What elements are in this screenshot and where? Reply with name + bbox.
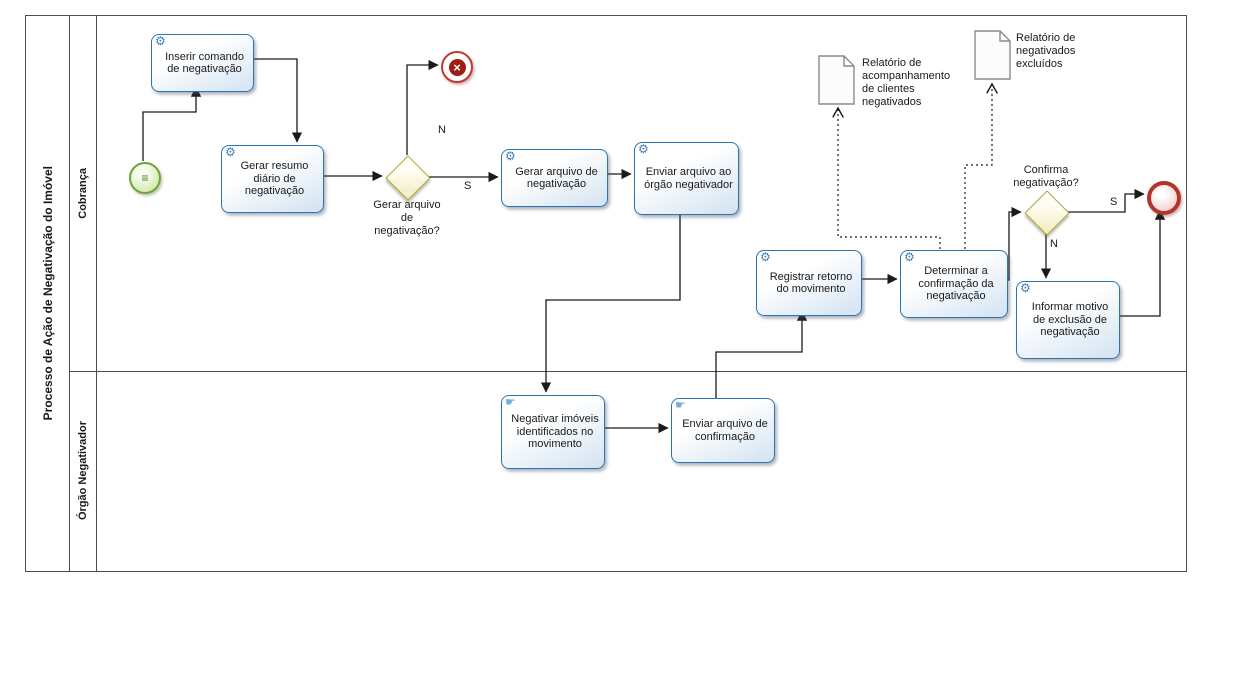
assoc-determinar-to-relatorio-excluidos: [964, 84, 992, 249]
task-determinar-confirmacao: ⚙ Determinar a confirmação da negativaçã…: [900, 250, 1008, 318]
task-enviar-confirmacao: ☛ Enviar arquivo de confirmação: [671, 398, 775, 463]
hand-icon: ☛: [505, 395, 516, 409]
gear-icon: ⚙: [760, 250, 771, 264]
diamond-icon: [385, 155, 431, 201]
gateway-confirma-negativacao: [1024, 190, 1070, 236]
start-event-lines-icon: ≡: [141, 171, 149, 185]
pool-title-band: Processo de Ação de Negativação do Imóve…: [26, 16, 70, 571]
lane-cobranca: Cobrança: [69, 16, 1186, 372]
assoc-determinar-to-relatorio-acompanhamento: [838, 108, 941, 249]
flow-enviar-confirmacao-to-registrar: [715, 310, 808, 398]
cancel-end-event: ×: [441, 51, 473, 83]
flow-label-s: S: [464, 180, 472, 192]
data-object-label: Relatório de negativados excluídos: [1016, 32, 1076, 70]
flow-informar-to-end: [1106, 209, 1166, 317]
task-label: Determinar a confirmação da negativação: [918, 265, 994, 303]
task-label: Inserir comando de negativação: [165, 50, 244, 75]
task-label: Enviar arquivo ao órgão negativador: [644, 166, 733, 191]
flow-gateway-n-to-cancel-end: [406, 59, 439, 155]
gear-icon: ⚙: [1020, 281, 1031, 295]
hand-icon: ☛: [675, 398, 686, 412]
flow-label-s: S: [1110, 196, 1118, 208]
lane-cobranca-name-band: Cobrança: [69, 16, 97, 371]
task-label: Informar motivo de exclusão de negativaç…: [1031, 301, 1109, 339]
task-label: Gerar resumo diário de negativação: [240, 160, 309, 198]
data-object-label: Relatório de acompanhamento de clientes …: [862, 57, 951, 108]
task-negativar-imoveis: ☛ Negativar imóveis identificados no mov…: [501, 395, 605, 469]
gear-icon: ⚙: [904, 250, 915, 264]
gear-icon: ⚙: [505, 149, 516, 163]
task-inserir-comando: ⚙ Inserir comando de negativação: [151, 34, 254, 92]
gear-icon: ⚙: [155, 34, 166, 48]
task-label: Gerar arquivo de negativação: [515, 165, 598, 190]
flow-enviar-orgao-to-negativar: [540, 207, 681, 393]
gateway-confirma-label: Confirma negativação?: [1013, 164, 1079, 189]
document-icon: [974, 30, 1011, 80]
start-event: ≡: [129, 162, 161, 194]
gear-icon: ⚙: [225, 145, 236, 159]
lane-orgao-name-band: Órgão Negativador: [69, 371, 97, 571]
gateway-gerar-arquivo-label: Gerar arquivo de negativação?: [373, 199, 441, 237]
flow-label-n: N: [438, 124, 446, 136]
diamond-icon: [1024, 190, 1070, 236]
lane-orgao-negativador: Órgão Negativador: [69, 371, 1186, 571]
task-label: Registrar retorno do movimento: [769, 270, 853, 295]
task-gerar-resumo: ⚙ Gerar resumo diário de negativação: [221, 145, 324, 213]
task-enviar-orgao: ⚙ Enviar arquivo ao órgão negativador: [634, 142, 739, 215]
task-informar-motivo: ⚙ Informar motivo de exclusão de negativ…: [1016, 281, 1120, 359]
flow-inserir-to-gerar-resumo: [240, 58, 303, 143]
data-object-relatorio-excluidos: [974, 30, 1012, 86]
document-icon: [818, 55, 855, 105]
cancel-x-icon: ×: [448, 58, 466, 76]
flow-start-to-inserir: [142, 86, 202, 161]
gear-icon: ⚙: [638, 142, 649, 156]
task-label: Negativar imóveis identificados no movim…: [511, 413, 599, 451]
end-event: [1147, 181, 1181, 215]
flow-gateway-confirma-s-to-end: [1068, 188, 1145, 213]
flow-label-n: N: [1050, 238, 1058, 250]
gateway-gerar-arquivo: [385, 155, 431, 201]
data-object-relatorio-acompanhamento: [818, 55, 856, 111]
task-label: Enviar arquivo de confirmação: [682, 418, 768, 443]
task-gerar-arquivo: ⚙ Gerar arquivo de negativação: [501, 149, 608, 207]
task-registrar-retorno: ⚙ Registrar retorno do movimento: [756, 250, 862, 316]
